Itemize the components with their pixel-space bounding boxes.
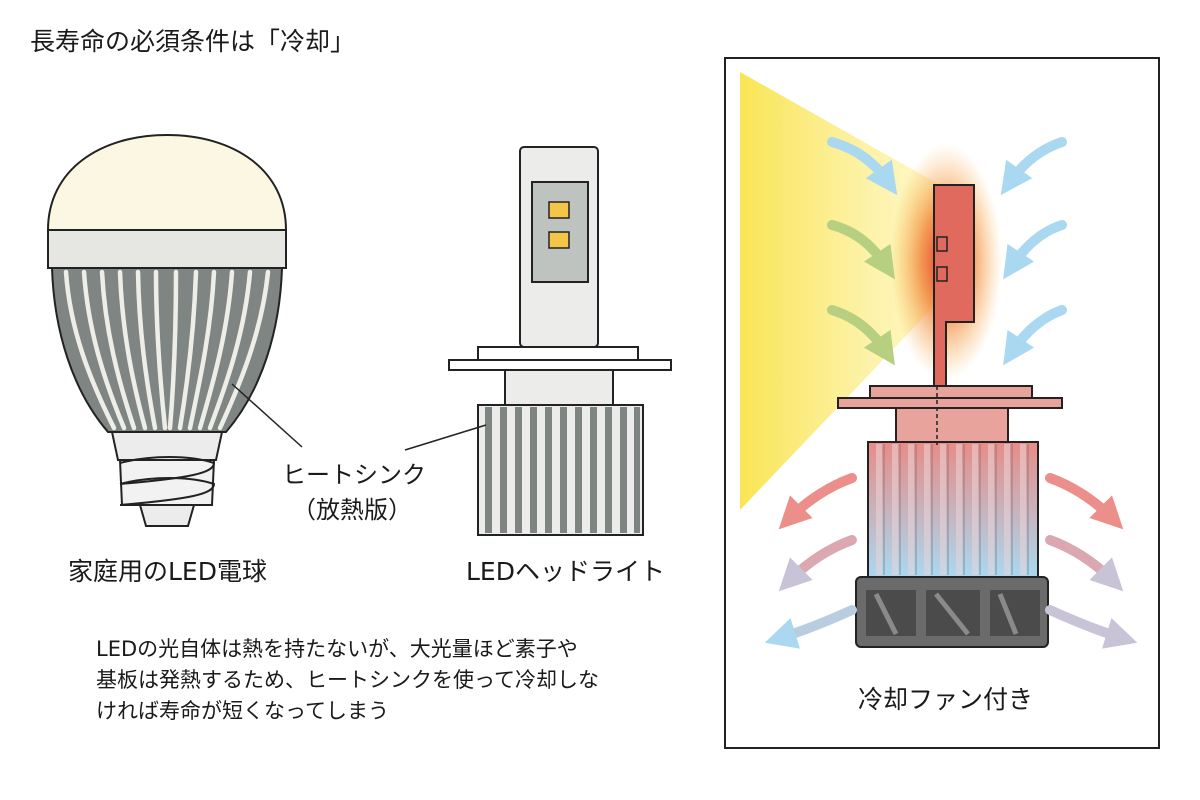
label-cooling-fan: 冷却ファン付き [858, 685, 1034, 714]
led-bulb-icon [46, 133, 288, 527]
page-title: 長寿命の必須条件は「冷却」 [30, 27, 356, 56]
description-line: LEDの光自体は熱を持たないが、大光量ほど素子や [96, 637, 578, 661]
description-text: LEDの光自体は熱を持たないが、大光量ほど素子や 基板は発熱するため、ヒートシン… [96, 634, 696, 727]
label-heatsink: ヒートシンク [282, 461, 426, 489]
description-line: ければ寿命が短くなってしまう [96, 699, 389, 723]
label-led-headlight: LEDヘッドライト [466, 557, 665, 586]
label-heatsink-sub: （放熱版） [292, 496, 412, 524]
led-headlight-icon [448, 146, 672, 536]
description-line: 基板は発熱するため、ヒートシンクを使って冷却しな [96, 668, 599, 692]
heatsink-leader-line-bulb [231, 383, 303, 448]
airflow-arrow-icon [827, 137, 1067, 366]
heatsink-leader-line-headlight [404, 424, 487, 451]
exhaust-arrow-icon [764, 473, 1138, 649]
label-led-bulb: 家庭用のLED電球 [68, 557, 267, 586]
